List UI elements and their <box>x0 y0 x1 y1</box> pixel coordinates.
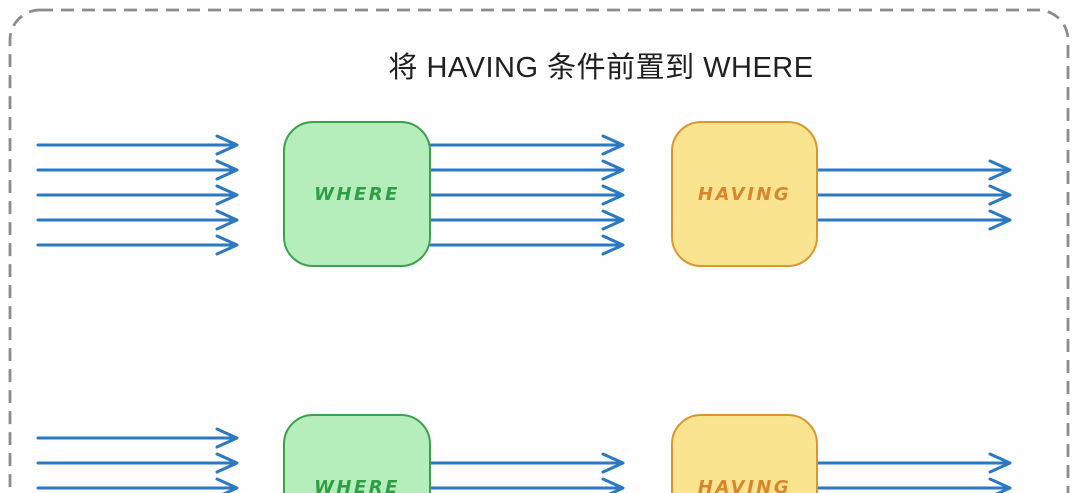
input-arrow-row1 <box>36 184 239 206</box>
input-arrow-row1 <box>36 209 239 231</box>
having-box-bottom-row: HAVING <box>671 414 818 493</box>
having-label-bottom-row: HAVING <box>697 476 792 493</box>
where-label-top-row: WHERE <box>314 183 400 205</box>
dashed-frame <box>8 8 1070 493</box>
output-arrow-row1 <box>816 159 1012 181</box>
where-box-bottom-row: WHERE <box>283 414 431 493</box>
output-arrow-row1 <box>816 184 1012 206</box>
input-arrow-row2 <box>36 477 239 493</box>
output-arrow-row1 <box>816 209 1012 231</box>
between-arrow-row1 <box>429 134 625 156</box>
having-box-top-row: HAVING <box>671 121 818 267</box>
input-arrow-row2 <box>36 427 239 449</box>
between-arrow-row1 <box>429 159 625 181</box>
input-arrow-row1 <box>36 134 239 156</box>
between-arrow-row1 <box>429 184 625 206</box>
having-label-top-row: HAVING <box>697 183 792 205</box>
between-arrow-row2 <box>429 452 625 474</box>
input-arrow-row1 <box>36 234 239 256</box>
between-arrow-row1 <box>429 209 625 231</box>
input-arrow-row1 <box>36 159 239 181</box>
input-arrow-row2 <box>36 452 239 474</box>
output-arrow-row2 <box>816 452 1012 474</box>
diagram-title: 将 HAVING 条件前置到 WHERE <box>388 52 814 84</box>
between-arrow-row1 <box>429 234 625 256</box>
between-arrow-row2 <box>429 477 625 493</box>
where-box-top-row: WHERE <box>283 121 431 267</box>
where-label-bottom-row: WHERE <box>314 476 400 493</box>
output-arrow-row2 <box>816 477 1012 493</box>
